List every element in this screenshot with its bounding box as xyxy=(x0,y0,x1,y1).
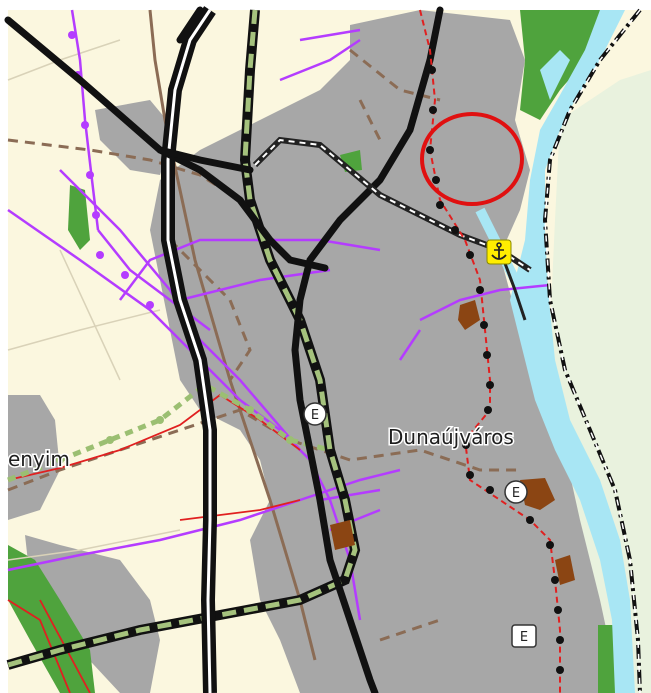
urban-area-southwest xyxy=(25,535,160,693)
forest-west-1 xyxy=(68,185,90,250)
river-branch-north xyxy=(540,50,570,100)
e-marker-2[interactable]: E xyxy=(504,480,528,504)
industrial-patches xyxy=(330,300,575,585)
anchor-icon[interactable] xyxy=(486,239,512,265)
red-dotted-line xyxy=(419,9,561,693)
river-channel xyxy=(475,207,545,361)
brown-road-straight xyxy=(148,9,317,661)
city-label: Dunaújváros xyxy=(388,425,514,449)
station-dots xyxy=(426,66,564,674)
e-marker-3[interactable]: E xyxy=(511,624,537,648)
e-marker-2-label: E xyxy=(512,486,520,501)
border-line-2 xyxy=(544,9,641,693)
power-lines xyxy=(7,9,551,621)
margin-left xyxy=(0,0,8,693)
e-marker-1[interactable]: E xyxy=(303,402,327,426)
town-label-partial: enyim xyxy=(8,447,70,471)
e-marker-3-label: E xyxy=(520,630,528,645)
highway-core xyxy=(7,9,358,668)
margin-top xyxy=(0,0,651,10)
urban-area-north xyxy=(95,100,175,175)
e-marker-1-label: E xyxy=(311,408,319,423)
main-road-center xyxy=(166,9,212,693)
river xyxy=(510,10,635,693)
railways xyxy=(4,6,444,693)
highlight-circle[interactable] xyxy=(420,112,524,206)
forest-southwest xyxy=(8,545,95,693)
urban-area-west xyxy=(8,395,60,520)
rail-branch-center xyxy=(254,138,531,271)
green-dotted-route xyxy=(7,382,331,483)
